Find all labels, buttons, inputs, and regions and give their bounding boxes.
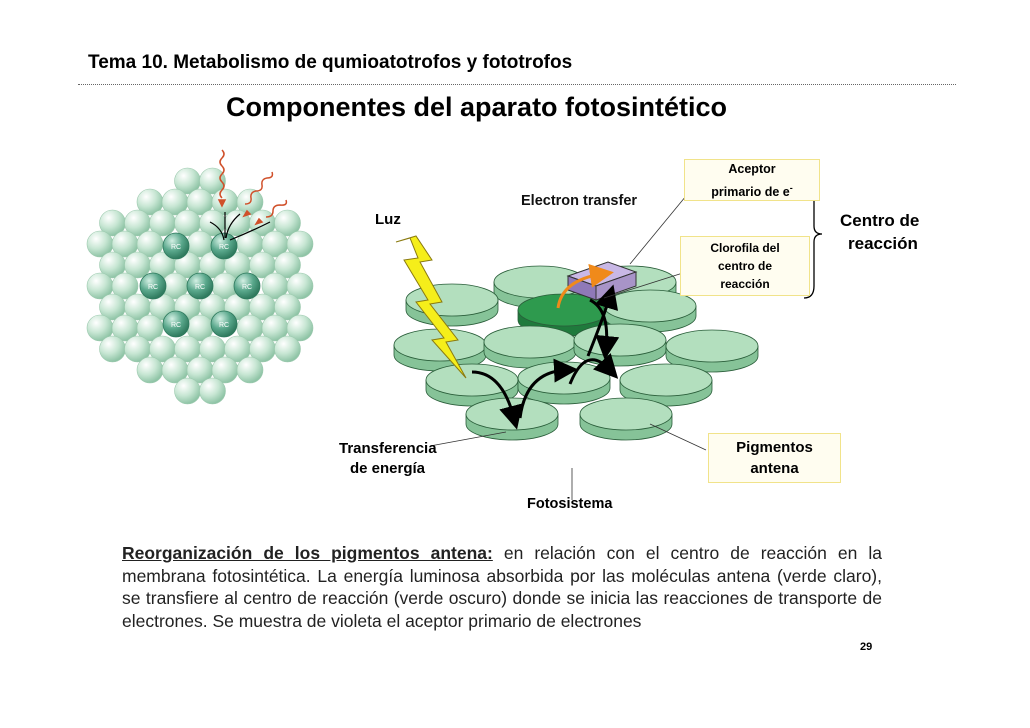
primary-acceptor-sup: - [789, 183, 793, 193]
antenna-sphere [274, 209, 301, 237]
rc-label: RC [171, 244, 181, 251]
pigments-line2: antena [750, 460, 799, 477]
reaction-center-sphere [162, 232, 190, 260]
antenna-sphere [199, 167, 226, 195]
antenna-sphere [199, 377, 226, 405]
antenna-sphere [274, 293, 301, 321]
rc-labels: RC RC RC RC RC RC RC [148, 244, 252, 329]
antenna-sphere [286, 314, 314, 342]
label-luz: Luz [375, 211, 401, 228]
label-centro-line1: Centro de [840, 211, 919, 230]
antenna-disc [405, 283, 499, 317]
label-centro-line2: reacción [848, 234, 918, 253]
antenna-sphere [286, 272, 314, 300]
antenna-disc [573, 323, 667, 357]
rc-label: RC [148, 284, 158, 291]
reaction-center-sphere [233, 272, 261, 300]
energy-transfer-arrows [471, 284, 620, 430]
antenna-sphere [236, 356, 264, 384]
caption-body: en relación con el centro de reacción en… [122, 543, 882, 631]
reaction-center-sphere [186, 272, 214, 300]
chlorophyll-line2: centro de [717, 259, 772, 273]
light-lightning-icon [395, 235, 467, 379]
rc-label: RC [219, 322, 229, 329]
caption-lead: Reorganización de los pigmentos antena: [122, 543, 493, 563]
rc-label: RC [171, 322, 181, 329]
antenna-pigments-box: Pigmentos antena [708, 433, 841, 483]
antenna-sphere [286, 230, 314, 258]
label-fotosistema: Fotosistema [527, 496, 613, 512]
label-electron-transfer: Electron transfer [521, 193, 637, 209]
caption-paragraph: Reorganización de los pigmentos antena: … [122, 542, 882, 632]
antenna-sphere-cluster [86, 167, 314, 405]
chlorophyll-line3: reacción [720, 277, 770, 291]
antenna-sphere [111, 272, 139, 300]
leader-lines [429, 195, 707, 500]
slide-title: Componentes del aparato fotosintético [226, 92, 728, 122]
reaction-center-chlorophyll-box: Clorofila del centro de reacción [680, 236, 810, 296]
antenna-sphere [136, 314, 164, 342]
primary-acceptor-line2-text: primario de e [711, 185, 790, 200]
antenna-sphere [174, 377, 201, 405]
rc-label: RC [195, 284, 205, 291]
primary-acceptor-box: Aceptor primario de e- [684, 159, 820, 201]
antenna-sphere [136, 356, 164, 384]
header-divider [78, 84, 956, 85]
antenna-sphere [274, 251, 301, 279]
label-transferencia-line1: Transferencia [339, 440, 437, 457]
header-title: Tema 10. Metabolismo de qumioatotrofos y… [88, 52, 573, 73]
antenna-disc [517, 361, 611, 395]
light-wave-icon [217, 149, 288, 226]
rc-label: RC [242, 284, 252, 291]
antenna-sphere [99, 335, 126, 363]
pigments-line1: Pigmentos [736, 439, 813, 456]
primary-acceptor-line1: Aceptor [728, 162, 776, 176]
antenna-sphere [274, 335, 301, 363]
rc-label: RC [219, 244, 229, 251]
label-transferencia-line2: de energía [350, 460, 426, 477]
chlorophyll-line1: Clorofila del [710, 241, 780, 255]
reaction-center-sphere [162, 310, 190, 338]
reaction-center-sphere [210, 310, 238, 338]
antenna-disc [483, 325, 577, 359]
primary-acceptor-line2: primario de e- [685, 179, 819, 202]
antenna-disc [619, 363, 713, 397]
page-number: 29 [860, 641, 873, 653]
reaction-center-sphere [139, 272, 167, 300]
energy-funnel-lines [209, 212, 271, 241]
electron-transfer-arrow [556, 263, 614, 309]
antenna-disc [665, 329, 759, 363]
antenna-disc [579, 397, 673, 431]
